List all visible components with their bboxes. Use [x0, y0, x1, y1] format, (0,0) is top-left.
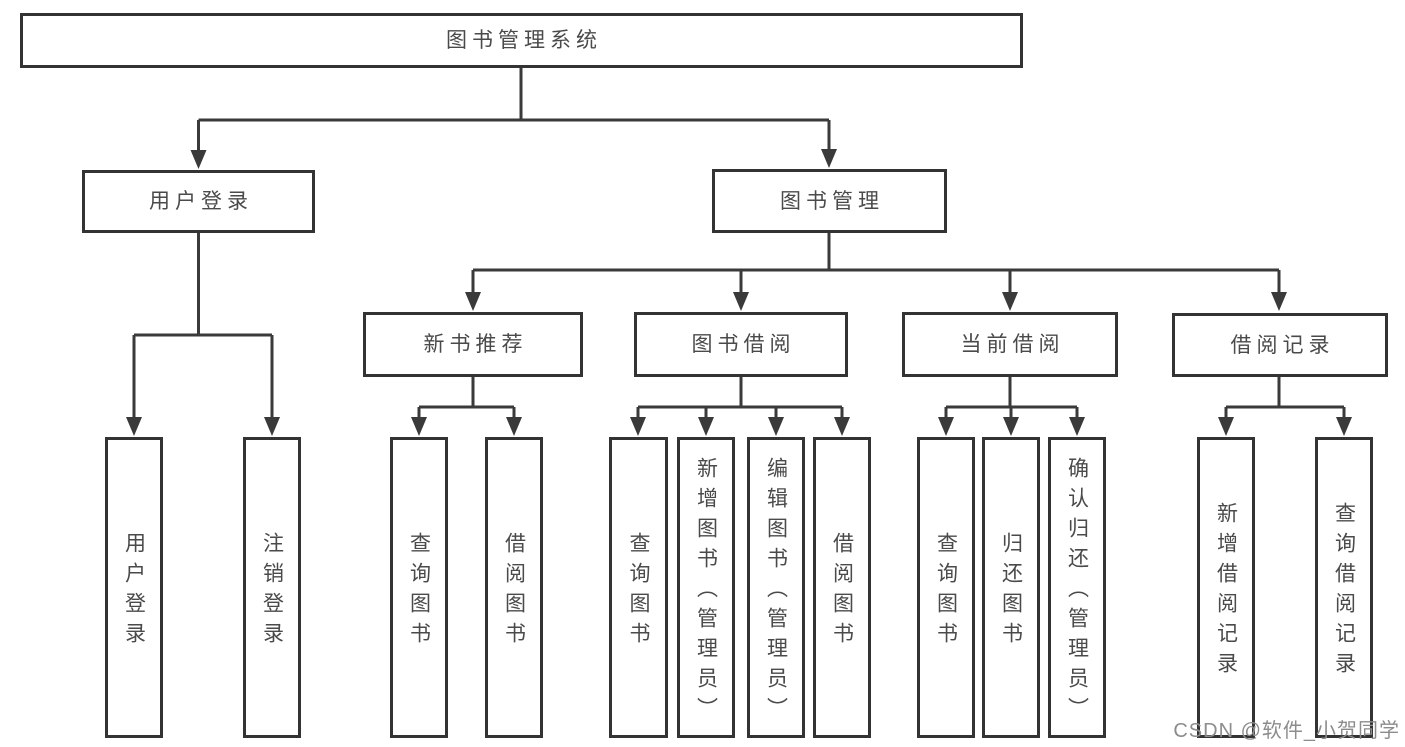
node-book-mgmt-label: 图书管理: [780, 189, 884, 213]
node-new-book-recommend-label: 新书推荐: [423, 333, 528, 356]
node-leaf-query-borrow-record: 查询借阅记录: [1315, 437, 1373, 738]
node-book-borrowing: 图书借阅: [634, 312, 848, 377]
node-borrow-records: 借阅记录: [1172, 313, 1388, 377]
node-leaf-query-books-current-label: 查询图书: [934, 532, 958, 652]
node-root-label: 图书管理系统: [446, 29, 602, 52]
node-user-login: 用户登录: [82, 170, 315, 233]
node-leaf-confirm-return-admin: 确认归还（管理员）: [1048, 437, 1106, 738]
node-new-book-recommend: 新书推荐: [363, 312, 583, 377]
node-leaf-borrow-books: 借阅图书: [813, 437, 871, 738]
node-leaf-return-books: 归还图书: [982, 437, 1040, 738]
node-leaf-borrow-books-label: 借阅图书: [830, 532, 854, 652]
node-leaf-logout-login: 注销登录: [243, 437, 301, 738]
node-leaf-add-books-admin-label: 新增图书（管理员）: [694, 457, 718, 727]
node-user-login-label: 用户登录: [149, 190, 253, 213]
node-leaf-query-borrow-record-label: 查询借阅记录: [1332, 502, 1356, 682]
node-leaf-user-login: 用户登录: [105, 437, 163, 738]
node-current-borrowing-label: 当前借阅: [960, 333, 1065, 356]
node-leaf-query-books-borrowing: 查询图书: [609, 437, 668, 738]
node-leaf-add-books-admin: 新增图书（管理员）: [677, 437, 735, 738]
tree-edges: [132, 68, 1346, 419]
node-leaf-query-books-recommend-label: 查询图书: [407, 532, 431, 652]
node-root: 图书管理系统: [20, 13, 1023, 68]
node-leaf-confirm-return-admin-label: 确认归还（管理员）: [1065, 457, 1089, 727]
arrowheads: [126, 149, 1352, 436]
csdn-watermark: CSDN @软件_小贺同学: [1173, 720, 1400, 742]
node-leaf-add-borrow-record: 新增借阅记录: [1197, 437, 1255, 738]
node-leaf-query-books-borrowing-label: 查询图书: [627, 532, 650, 652]
node-leaf-borrow-books-recommend-label: 借阅图书: [502, 532, 526, 652]
node-leaf-logout-login-label: 注销登录: [260, 532, 284, 652]
node-leaf-edit-books-admin-label: 编辑图书（管理员）: [764, 457, 788, 727]
node-leaf-return-books-label: 归还图书: [999, 532, 1023, 652]
node-leaf-edit-books-admin: 编辑图书（管理员）: [747, 437, 805, 738]
node-leaf-add-borrow-record-label: 新增借阅记录: [1214, 502, 1238, 682]
node-leaf-user-login-label: 用户登录: [122, 532, 146, 652]
node-borrow-records-label: 借阅记录: [1230, 333, 1335, 357]
node-leaf-borrow-books-recommend: 借阅图书: [485, 437, 543, 738]
node-leaf-query-books-current: 查询图书: [917, 437, 975, 738]
node-leaf-query-books-recommend: 查询图书: [390, 437, 448, 738]
node-book-borrowing-label: 图书借阅: [691, 333, 796, 356]
node-book-mgmt: 图书管理: [712, 169, 947, 233]
node-current-borrowing: 当前借阅: [902, 312, 1118, 377]
